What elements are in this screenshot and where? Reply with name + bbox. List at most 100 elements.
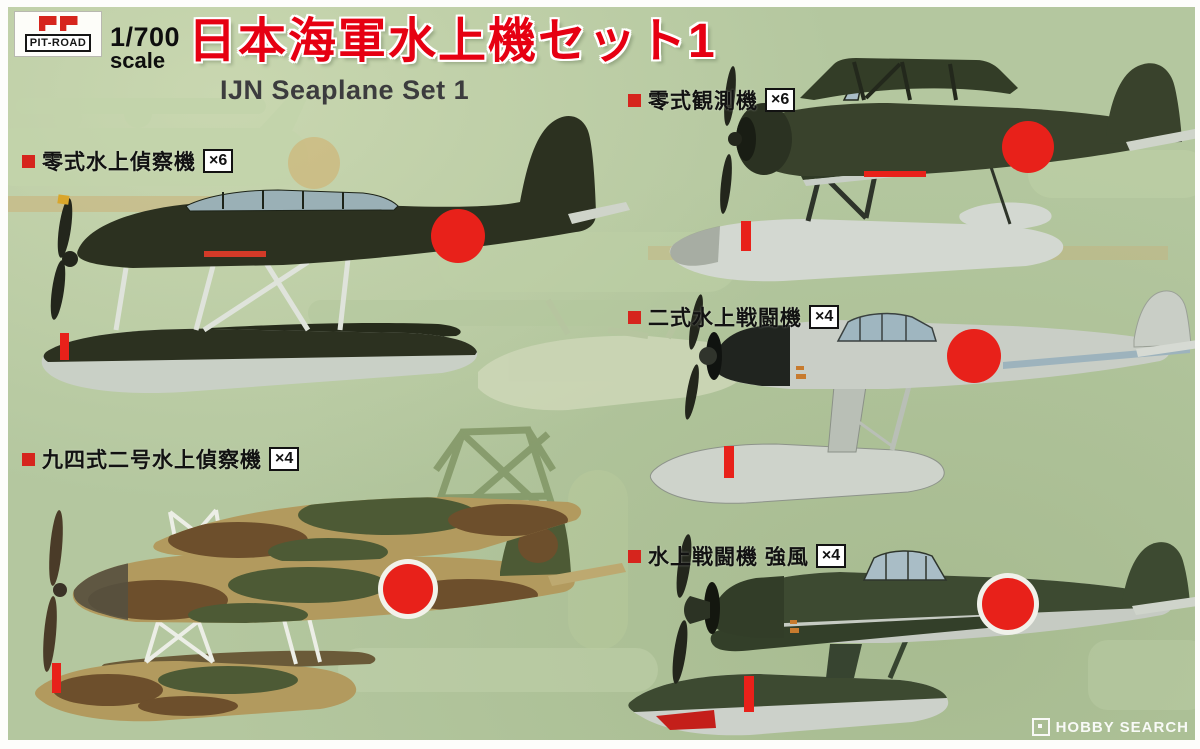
rear-float-strut bbox=[889, 381, 913, 451]
label-type0-observation-seaplane: 零式観測機 ×6 bbox=[628, 85, 796, 115]
aircraft-type2-float-fighter bbox=[649, 290, 1195, 504]
fuselage-red-stripe bbox=[864, 171, 926, 177]
ghost-float bbox=[478, 298, 749, 411]
aircraft-type0-observation-seaplane bbox=[669, 58, 1195, 282]
hobby-search-logo-icon bbox=[1031, 718, 1050, 736]
scale-text: 1/700 scale bbox=[110, 22, 181, 73]
exhaust-stub bbox=[796, 366, 804, 370]
wing-camouflage bbox=[168, 497, 568, 562]
quantity-badge: ×4 bbox=[269, 447, 300, 471]
propeller bbox=[720, 66, 742, 214]
canopy bbox=[836, 312, 938, 342]
rear-float-strut bbox=[887, 639, 909, 679]
main-float-top bbox=[43, 328, 477, 362]
tailplane bbox=[548, 563, 626, 586]
float-pylon bbox=[827, 385, 867, 453]
engine-cowl bbox=[711, 576, 784, 638]
aircraft-kyofu-float-fighter bbox=[628, 534, 1195, 736]
red-square-bullet bbox=[22, 452, 35, 466]
float-red-stripe bbox=[744, 676, 754, 712]
tailplane bbox=[568, 202, 630, 224]
aircraft-name: 水上戦闘機 強風 bbox=[648, 546, 809, 569]
propeller bbox=[50, 194, 78, 320]
canopy-frames bbox=[885, 551, 927, 580]
float-struts bbox=[113, 258, 351, 333]
hinomaru bbox=[431, 209, 485, 263]
red-square-bullet bbox=[22, 154, 35, 168]
canopy-frames bbox=[859, 313, 907, 341]
quantity-badge: ×6 bbox=[765, 88, 796, 112]
canopy bbox=[185, 189, 399, 212]
product-title-japanese: 日本海軍水上機セット1 bbox=[188, 15, 717, 68]
label-type0-recon-seaplane: 零式水上偵察機 ×6 bbox=[22, 146, 234, 176]
red-square-bullet bbox=[628, 549, 641, 563]
float-bow-shading bbox=[670, 226, 720, 266]
diagonal-float-strut bbox=[855, 418, 893, 448]
float-pylon bbox=[826, 644, 862, 678]
cowl-opening bbox=[704, 582, 720, 634]
red-square-bullet bbox=[628, 310, 641, 324]
tail-fin bbox=[1106, 63, 1182, 144]
quantity-badge: ×4 bbox=[815, 544, 847, 568]
main-float bbox=[649, 443, 945, 504]
canopy bbox=[862, 550, 948, 581]
quantity-badge: ×6 bbox=[203, 149, 234, 173]
propeller bbox=[43, 510, 67, 672]
float-camouflage bbox=[53, 666, 298, 716]
tailplane bbox=[1126, 128, 1195, 151]
aircraft-name: 二式水上戦闘機 bbox=[648, 307, 802, 330]
tailplane bbox=[1132, 597, 1195, 615]
red-square-bullet bbox=[628, 93, 641, 107]
label-kyofu-float-fighter: 水上戦闘機 強風 ×4 bbox=[628, 541, 847, 571]
aircraft-type0-recon-seaplane bbox=[41, 115, 630, 394]
propeller bbox=[685, 294, 717, 420]
pit-road-logo-marks bbox=[19, 16, 97, 31]
hobby-search-watermark: HOBBY SEARCH bbox=[1031, 718, 1189, 736]
main-float-top bbox=[628, 674, 947, 712]
main-float bbox=[669, 219, 1064, 282]
aircraft-name: 零式観測機 bbox=[648, 90, 758, 113]
exhaust-stub bbox=[790, 628, 799, 633]
exhaust-stub bbox=[790, 620, 797, 624]
aircraft-type94-recon-seaplane bbox=[35, 497, 626, 722]
tail-fin bbox=[1133, 290, 1192, 348]
float-red-stripe bbox=[741, 221, 751, 251]
ghost-silhouettes bbox=[8, 92, 1195, 710]
fuselage-green-top bbox=[710, 572, 1172, 626]
float-red-stripe bbox=[52, 663, 61, 693]
scale-value: 1/700 bbox=[110, 22, 181, 52]
wing-root bbox=[710, 616, 998, 652]
exhaust-stub bbox=[796, 374, 806, 379]
product-title-english: IJN Seaplane Set 1 bbox=[220, 75, 470, 105]
tail-fin bbox=[1122, 542, 1190, 606]
hinomaru bbox=[982, 578, 1034, 630]
wingtip-float bbox=[959, 202, 1052, 230]
pit-road-logo: PIT-ROAD bbox=[14, 11, 102, 58]
label-type2-float-fighter: 二式水上戦闘機 ×4 bbox=[628, 302, 840, 332]
float-red-stripe bbox=[724, 446, 734, 478]
propeller bbox=[672, 534, 710, 684]
aircraft-name: 零式水上偵察機 bbox=[42, 151, 196, 174]
label-type94-recon-seaplane: 九四式二号水上偵察機 ×4 bbox=[22, 444, 300, 474]
hinomaru bbox=[383, 564, 433, 614]
cowl-opening bbox=[736, 117, 756, 161]
box-art-canvas: PIT-ROAD 1/700 scale 日本海軍水上機セット1 IJN Sea… bbox=[8, 7, 1195, 740]
fuselage bbox=[713, 320, 1170, 389]
engine-cowl-black bbox=[713, 325, 790, 386]
watermark-text: HOBBY SEARCH bbox=[1055, 718, 1189, 736]
logo-p-mark bbox=[59, 16, 78, 31]
brand-name: PIT-ROAD bbox=[24, 34, 92, 53]
logo-p-mark bbox=[38, 16, 57, 31]
canopy-frames bbox=[222, 190, 344, 209]
cabane-struts bbox=[852, 61, 958, 101]
fuselage bbox=[739, 103, 1164, 176]
aircraft-name: 九四式二号水上偵察機 bbox=[42, 449, 262, 472]
float-red-bottom bbox=[656, 710, 716, 730]
walkway-red-stripe bbox=[204, 251, 266, 257]
hinomaru bbox=[947, 329, 1001, 383]
float-struts bbox=[144, 613, 322, 665]
scale-word: scale bbox=[110, 47, 166, 73]
hinomaru bbox=[1002, 121, 1054, 173]
float-red-stripe bbox=[60, 333, 69, 360]
